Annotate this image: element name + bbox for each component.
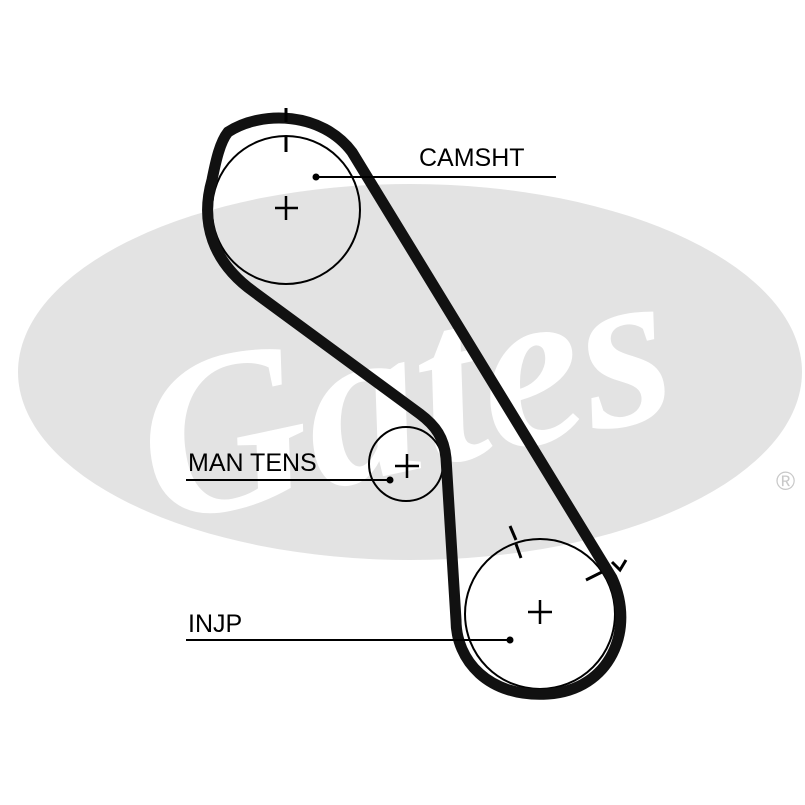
tensioner-label: MAN TENS <box>188 449 317 477</box>
leader-dots <box>312 173 514 644</box>
pump-arrow-mark <box>610 559 628 573</box>
center-marks <box>275 196 552 624</box>
leader-lines <box>186 176 556 641</box>
camshaft-center-cross <box>275 196 298 220</box>
pump-timing-mark-inner <box>514 543 523 559</box>
tensioner-leader-dot <box>386 476 394 484</box>
tensioner-center-cross <box>395 454 419 478</box>
logo-ellipse <box>18 184 802 560</box>
gates-logo-watermark: Gates ® <box>18 184 802 573</box>
injection-pump-label: INJP <box>188 610 242 638</box>
pump-leader-dot <box>506 636 514 644</box>
camshaft-leader-dot <box>312 173 320 181</box>
timing-belt <box>202 112 627 700</box>
camshaft-label: CAMSHT <box>419 144 525 172</box>
pump-timing-mark-right <box>585 570 603 582</box>
registered-mark: ® <box>776 466 795 496</box>
pump-timing-mark-top <box>508 525 518 541</box>
pump-center-cross <box>528 600 552 624</box>
timing-marks <box>284 108 628 582</box>
